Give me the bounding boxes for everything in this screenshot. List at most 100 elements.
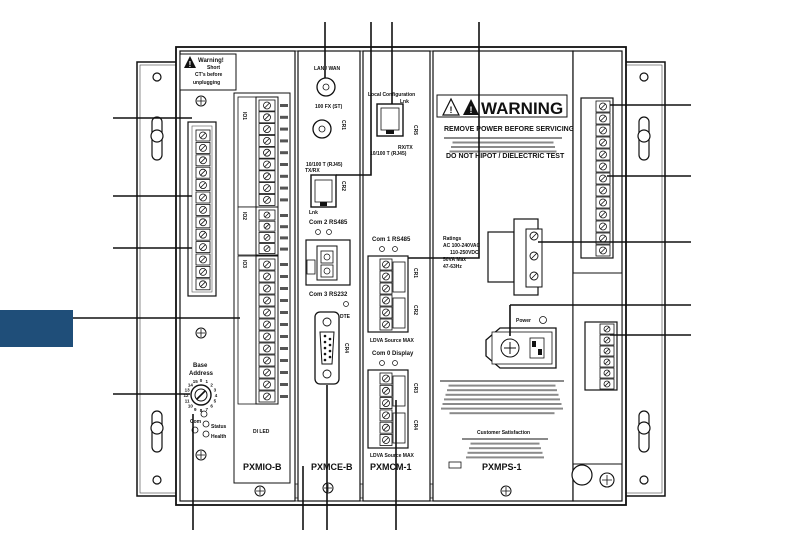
- io1-terminal[interactable]: [258, 170, 276, 183]
- io-terminal-area: IO1 IO2 IO3: [233, 92, 291, 484]
- ct-plug-terminal[interactable]: [195, 154, 211, 167]
- ct-plug-terminal[interactable]: [195, 179, 211, 192]
- com0-connector[interactable]: [367, 369, 409, 449]
- dial-number: 14: [188, 382, 194, 387]
- com1-terminal[interactable]: [379, 306, 393, 319]
- io2-terminal[interactable]: [258, 209, 276, 221]
- io1-terminal[interactable]: [258, 158, 276, 171]
- io3-terminal[interactable]: [258, 318, 276, 331]
- power-supply-module: ! ! WARNING REMOVE POWER BEFORE SERVICIN…: [432, 50, 575, 502]
- cm-cr4-label: CR4: [412, 420, 418, 430]
- upper-terminal[interactable]: [595, 100, 611, 113]
- cm-ethernet-spec-label: 10/100 T (RJ45): [370, 151, 407, 157]
- com0-terminal[interactable]: [379, 434, 393, 446]
- com0-tx-led: [392, 360, 398, 366]
- ct-plug-terminal[interactable]: [195, 141, 211, 154]
- ct-input-module: [571, 50, 623, 502]
- ct-plug-terminal[interactable]: [195, 241, 211, 254]
- lower-terminal[interactable]: [599, 323, 615, 335]
- rs232-db9-port[interactable]: [314, 311, 340, 385]
- upper-terminal[interactable]: [595, 112, 611, 125]
- lower-terminal[interactable]: [599, 356, 615, 368]
- io3-terminal[interactable]: [258, 294, 276, 307]
- ct-plug-connector[interactable]: [187, 121, 217, 297]
- upper-terminal[interactable]: [595, 184, 611, 197]
- io1-terminal[interactable]: [258, 123, 276, 135]
- power-input-terminal[interactable]: [487, 218, 543, 296]
- com1-terminal[interactable]: [379, 282, 393, 295]
- io1-terminal[interactable]: [258, 146, 276, 159]
- upper-terminal[interactable]: [595, 232, 611, 245]
- io1-terminal[interactable]: [258, 182, 276, 195]
- upper-terminal[interactable]: [595, 196, 611, 209]
- power-switch-block[interactable]: [485, 327, 557, 369]
- com3-label: Com 3 RS232: [309, 292, 348, 298]
- lower-terminal[interactable]: [599, 345, 615, 357]
- io1-terminal[interactable]: [258, 134, 276, 147]
- lower-terminal[interactable]: [599, 378, 615, 390]
- io3-terminal[interactable]: [258, 378, 276, 391]
- upper-terminal[interactable]: [595, 148, 611, 161]
- ct-plug-terminal[interactable]: [195, 191, 211, 204]
- callout-lines: [73, 22, 691, 530]
- com1-terminal[interactable]: [379, 318, 393, 331]
- rs485-connector[interactable]: [305, 239, 351, 286]
- ethernet-port[interactable]: [310, 174, 337, 208]
- cr2-label: CR2: [340, 181, 346, 191]
- lower-terminal[interactable]: [599, 334, 615, 346]
- io3-terminal[interactable]: [258, 258, 276, 271]
- load-label-1: LDVA Source MAX: [370, 338, 415, 344]
- upper-terminal[interactable]: [595, 136, 611, 149]
- com1-terminal[interactable]: [379, 258, 393, 271]
- ct-plug-terminal[interactable]: [195, 203, 211, 216]
- com0-terminal[interactable]: [379, 384, 393, 397]
- com0-rx-led: [379, 360, 385, 366]
- comm-expansion-module: LAN / WAN 100 FX (ST) CR1 10/100 T (RJ45…: [297, 50, 361, 502]
- module-name-pxmce-b: PXMCE-B: [311, 462, 353, 472]
- lan-wan-label: LAN / WAN: [314, 66, 340, 72]
- io3-terminal[interactable]: [258, 366, 276, 379]
- ct-plug-terminal[interactable]: [195, 265, 211, 278]
- com0-terminal[interactable]: [379, 372, 393, 385]
- warning-title: WARNING: [481, 99, 563, 118]
- io3-terminal[interactable]: [258, 282, 276, 295]
- com1-connector[interactable]: [367, 255, 409, 333]
- com0-label: Com 0 Display: [372, 351, 414, 357]
- io2-terminal[interactable]: [258, 220, 276, 232]
- lower-terminal[interactable]: [599, 367, 615, 379]
- ct-plug-terminal[interactable]: [195, 166, 211, 179]
- ct-plug-terminal[interactable]: [195, 278, 211, 291]
- ct-plug-terminal[interactable]: [195, 129, 211, 142]
- lower-terminal-block[interactable]: [584, 321, 618, 391]
- left-mounting-bracket: [136, 61, 181, 497]
- io3-terminal[interactable]: [258, 354, 276, 367]
- upper-terminal[interactable]: [595, 172, 611, 185]
- io3-terminal[interactable]: [258, 270, 276, 283]
- io2-terminal[interactable]: [258, 231, 276, 243]
- upper-terminal-block[interactable]: [580, 97, 614, 259]
- upper-terminal[interactable]: [595, 244, 611, 257]
- io3-terminal[interactable]: [258, 390, 276, 403]
- ct-plug-terminal[interactable]: [195, 228, 211, 241]
- com0-terminal[interactable]: [379, 397, 393, 410]
- io3-terminal[interactable]: [258, 330, 276, 343]
- io1-terminal[interactable]: [258, 111, 276, 124]
- io3-terminal[interactable]: [258, 306, 276, 319]
- di-led-label: DI LED: [253, 429, 270, 435]
- com0-terminal[interactable]: [379, 421, 393, 434]
- ct-plug-terminal[interactable]: [195, 216, 211, 229]
- io1-terminal[interactable]: [258, 99, 276, 112]
- upper-terminal[interactable]: [595, 220, 611, 233]
- com0-terminal[interactable]: [379, 409, 393, 422]
- ct-plug-terminal[interactable]: [195, 253, 211, 266]
- local-config-port[interactable]: [376, 103, 404, 137]
- io3-terminal[interactable]: [258, 342, 276, 355]
- com1-terminal[interactable]: [379, 294, 393, 307]
- upper-terminal[interactable]: [595, 124, 611, 137]
- upper-terminal[interactable]: [595, 160, 611, 173]
- com1-terminal[interactable]: [379, 270, 393, 283]
- upper-terminal[interactable]: [595, 208, 611, 221]
- io2-terminal[interactable]: [258, 243, 276, 255]
- io1-terminal[interactable]: [258, 193, 276, 206]
